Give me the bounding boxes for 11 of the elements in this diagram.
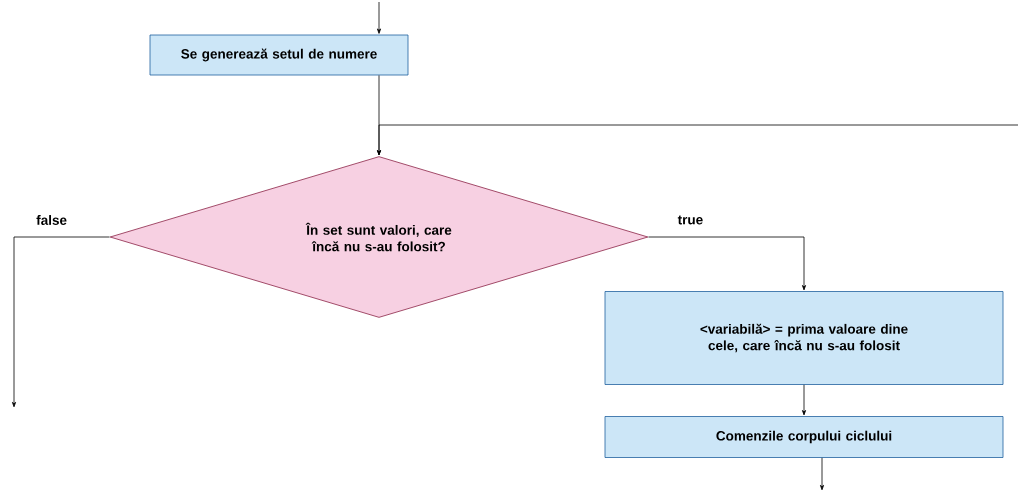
arrow: [820, 457, 824, 491]
arrow: [12, 236, 110, 408]
arrow: [377, 1, 381, 34]
arrow: [377, 124, 1019, 156]
process-box: Comenzile corpului ciclului: [604, 416, 1004, 458]
process-box: Se generează setul de numere: [149, 34, 409, 76]
edge-label: true: [676, 214, 705, 226]
arrow: [648, 236, 806, 291]
arrow: [802, 384, 806, 416]
edge-label: false: [35, 214, 68, 226]
process-box: <variabilă> = prima valoare dine cele, care încă nu s-au folosit: [604, 291, 1004, 385]
